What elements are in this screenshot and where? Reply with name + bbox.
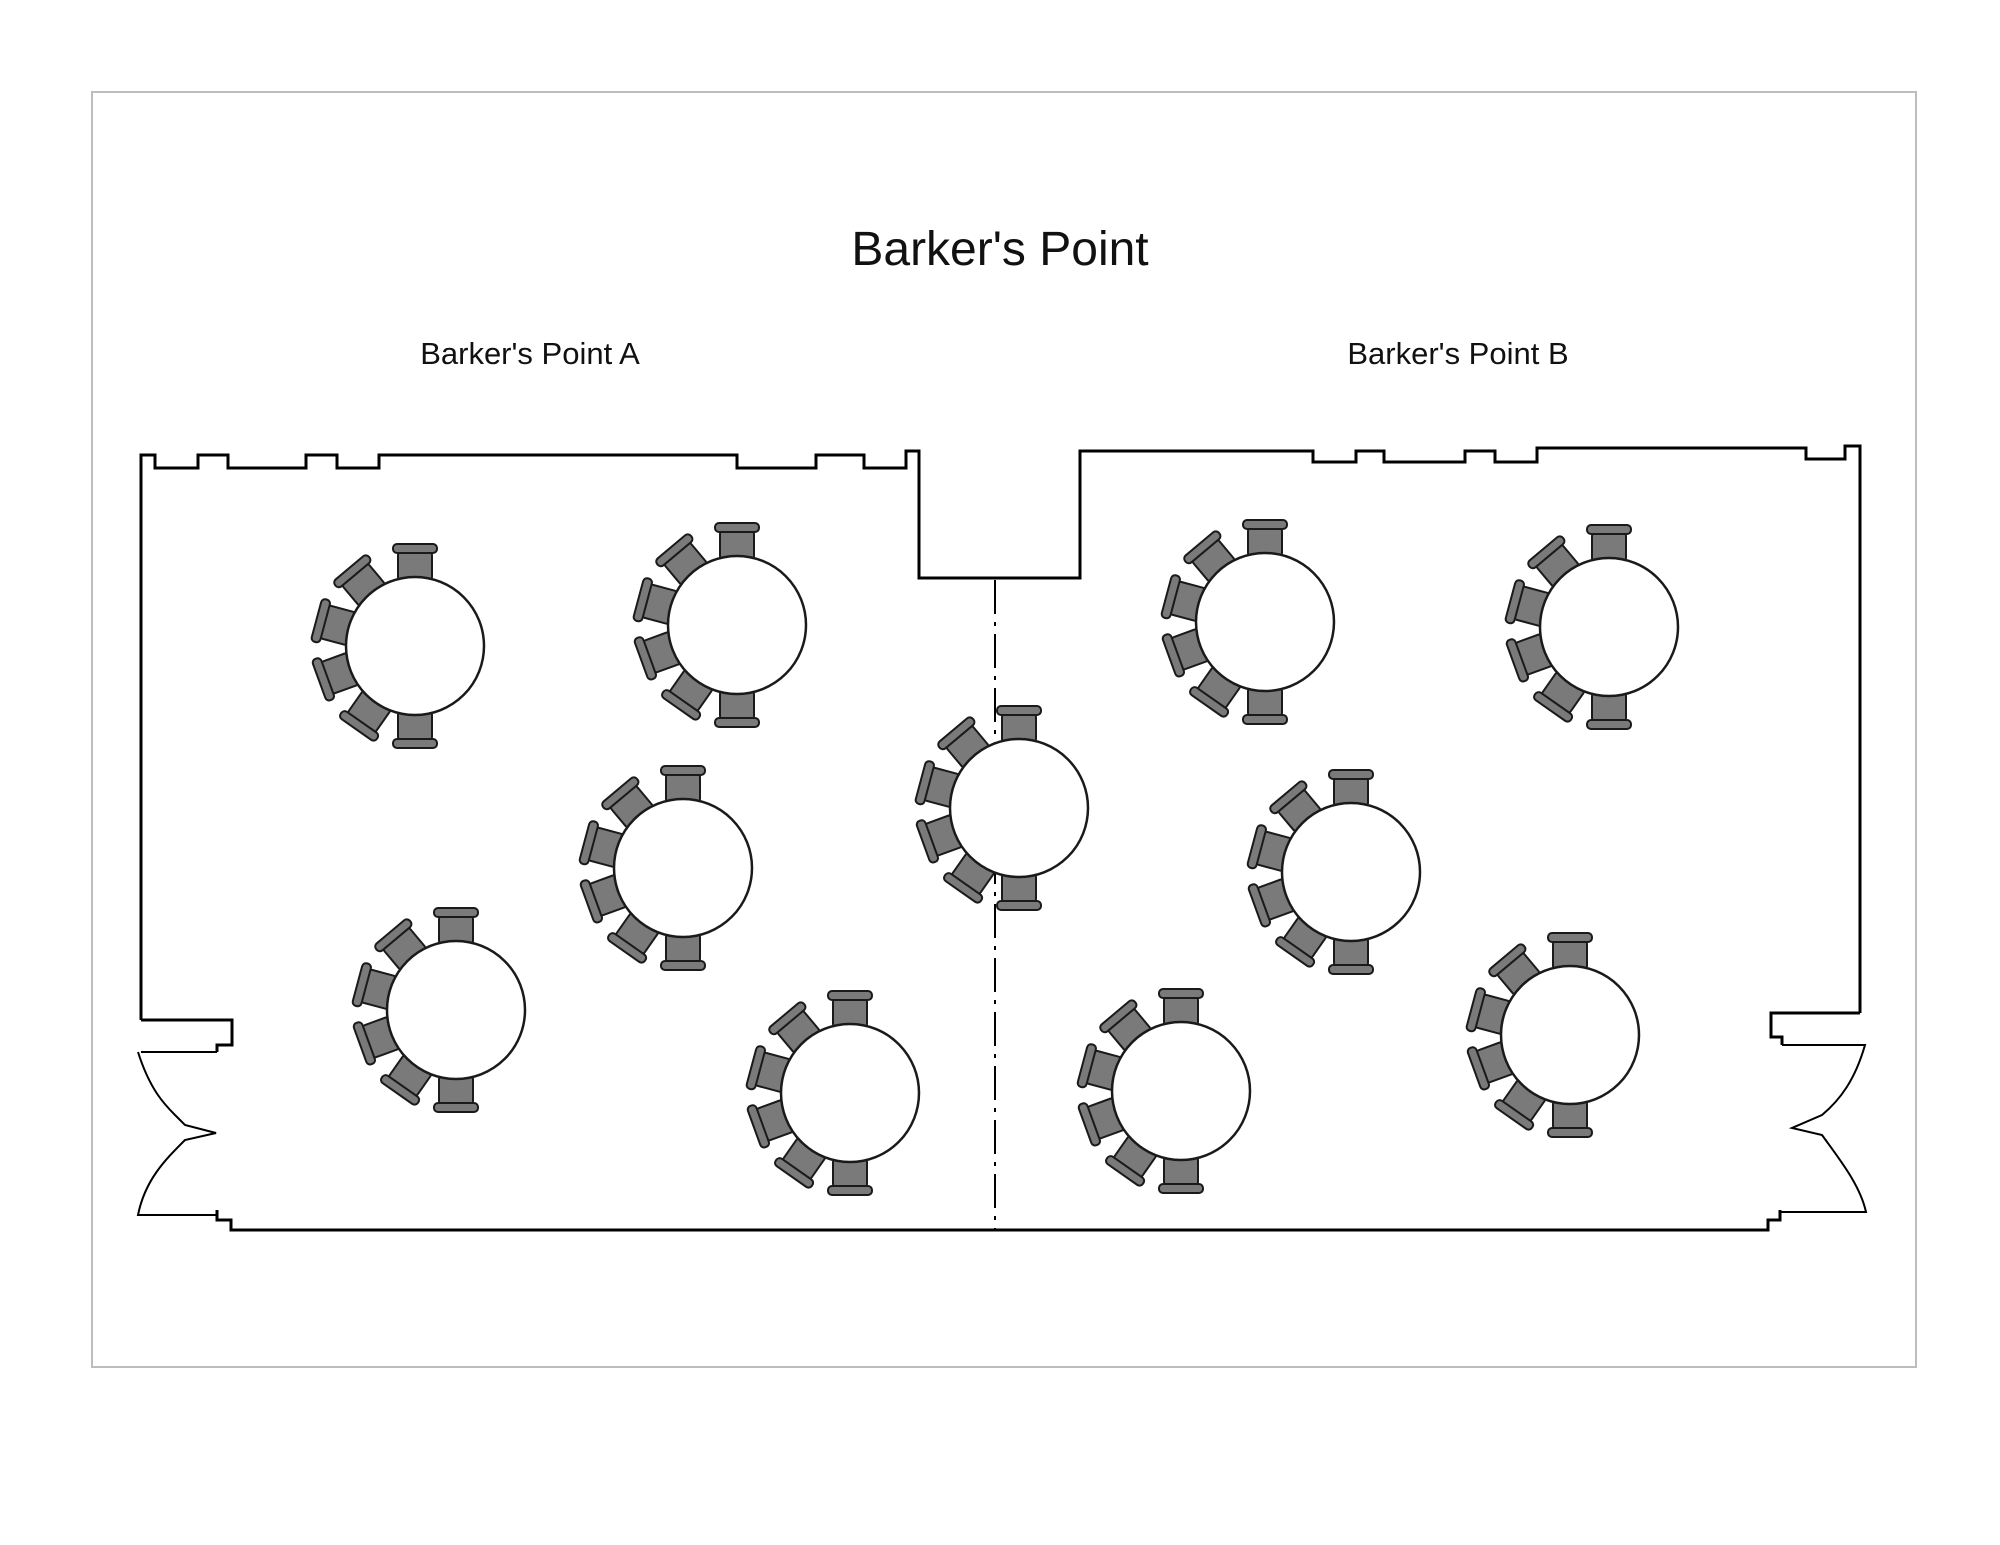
chair	[1328, 937, 1374, 975]
table-8	[1504, 524, 1680, 730]
round-table	[948, 737, 1090, 879]
chair	[827, 990, 873, 1028]
table-5	[745, 990, 921, 1196]
room-b-label: Barker's Point B	[1347, 336, 1569, 371]
chair	[1547, 932, 1593, 970]
chair	[660, 933, 706, 971]
chair	[774, 1137, 826, 1189]
wall-bottom	[215, 1210, 1782, 1232]
chair	[660, 765, 706, 803]
chair	[943, 852, 995, 904]
table-10	[1076, 988, 1252, 1194]
chair	[661, 669, 713, 721]
chair	[1547, 1100, 1593, 1138]
round-table	[1280, 801, 1422, 943]
round-table	[1499, 964, 1641, 1106]
chair	[433, 1075, 479, 1113]
chair	[339, 690, 391, 742]
wall-room-a-top	[139, 444, 1862, 1020]
chair	[1328, 769, 1374, 807]
door-right	[1780, 1044, 1868, 1213]
round-table	[612, 797, 754, 939]
table-9	[1246, 769, 1422, 975]
chair	[1269, 780, 1322, 833]
round-table	[779, 1022, 921, 1164]
chair	[1586, 692, 1632, 730]
page-title: Barker's Point	[851, 223, 1149, 276]
table-2	[632, 522, 808, 728]
chair	[1158, 1156, 1204, 1194]
chair	[392, 711, 438, 749]
chair	[1242, 519, 1288, 557]
round-table	[1194, 551, 1336, 693]
wall-room-b-bottom-right	[1769, 1011, 1860, 1045]
door-left	[136, 1051, 217, 1216]
chair	[1527, 535, 1580, 588]
chair	[827, 1158, 873, 1196]
chair	[714, 522, 760, 560]
chair	[1242, 687, 1288, 725]
round-table	[385, 939, 527, 1081]
table-6	[914, 705, 1090, 911]
chair	[1105, 1135, 1157, 1187]
wall-room-a-bottom-left	[141, 1018, 234, 1052]
round-table	[1538, 556, 1680, 698]
table-7	[1160, 519, 1336, 725]
round-table	[344, 575, 486, 717]
table-11	[1465, 932, 1641, 1138]
chair	[1488, 943, 1541, 996]
round-table	[1110, 1020, 1252, 1162]
chair	[996, 705, 1042, 743]
chair	[714, 690, 760, 728]
chair	[1586, 524, 1632, 562]
tables-group	[310, 519, 1680, 1196]
round-table	[666, 554, 808, 696]
table-4	[351, 907, 527, 1113]
chair	[1183, 530, 1236, 583]
chair	[1158, 988, 1204, 1026]
chair	[392, 543, 438, 581]
chair	[768, 1001, 821, 1054]
table-3	[578, 765, 754, 971]
chair	[433, 907, 479, 945]
chair	[333, 554, 386, 607]
chair	[996, 873, 1042, 911]
table-1	[310, 543, 486, 749]
page-frame	[91, 91, 1917, 1368]
room-a-label: Barker's Point A	[420, 336, 640, 371]
